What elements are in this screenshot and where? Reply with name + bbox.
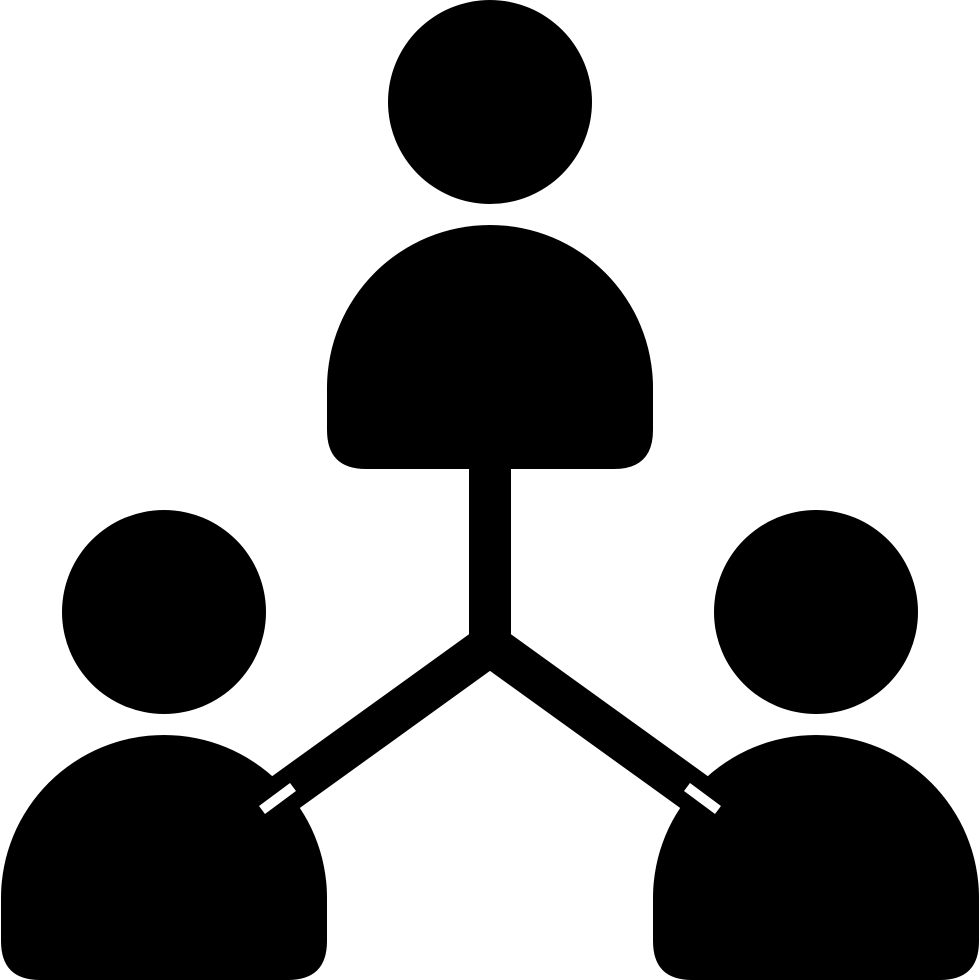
person-left [1, 510, 327, 980]
connector-gaps [259, 782, 721, 815]
person-left-body [1, 735, 327, 980]
person-right-head [714, 510, 918, 714]
person-top-head [388, 0, 592, 204]
person-left-head [62, 510, 266, 714]
person-right-body [653, 735, 979, 980]
person-top-body [327, 225, 653, 469]
connector-lines [262, 460, 718, 818]
person-top [327, 0, 653, 469]
gap-right [684, 782, 721, 815]
connector-right [477, 627, 718, 818]
connector-left [262, 627, 503, 818]
person-right [653, 510, 979, 980]
gap-left [259, 782, 296, 815]
